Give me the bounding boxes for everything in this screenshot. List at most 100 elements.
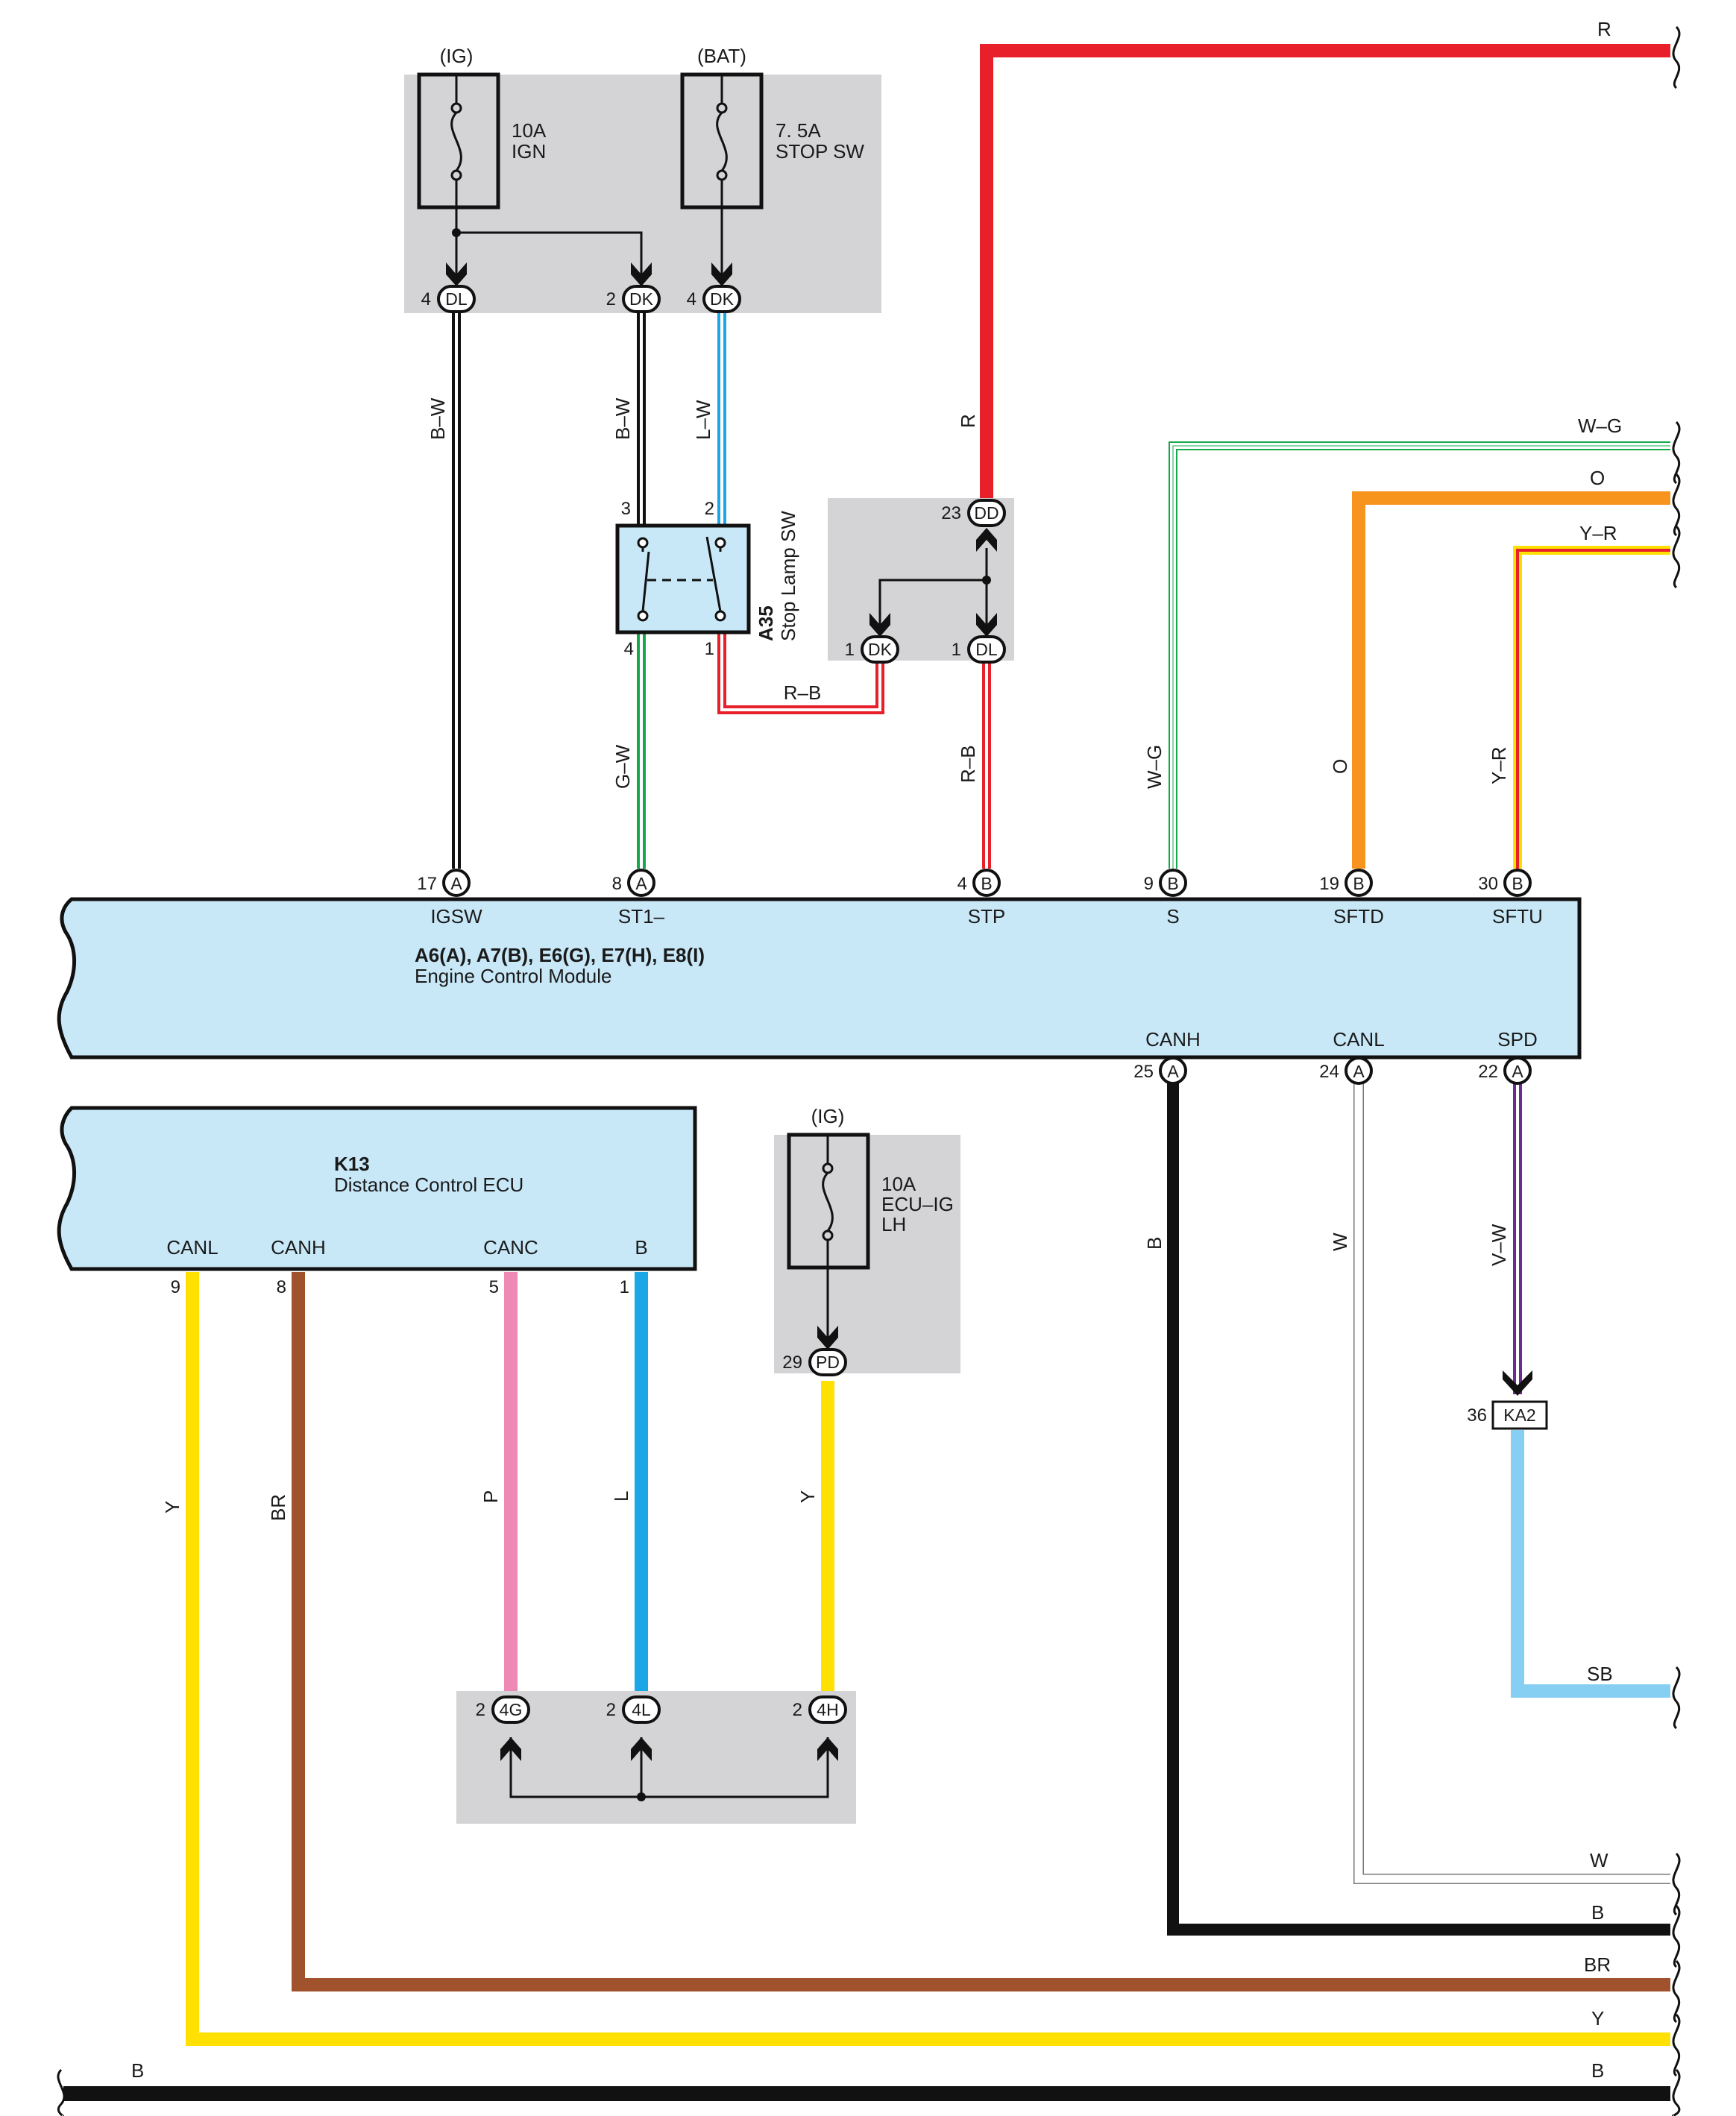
fuse-name: IGN [512,140,546,163]
ecm-pin: A 22 SPD [1478,1028,1538,1085]
engine-control-module: A6(A), A7(B), E6(G), E7(H), E8(I) Engine… [57,897,1582,1059]
wire-labels: B–W B–W L–W G–W R–B R–B R W–G O Y–R B W … [161,397,1510,1521]
fuse-ign: (IG) 10A IGN [417,45,547,210]
switch-name: Stop Lamp SW [777,511,799,641]
svg-text:R: R [1597,18,1611,40]
svg-text:4: 4 [421,289,431,309]
svg-text:B: B [1143,1237,1166,1250]
fuse-source: (IG) [811,1105,845,1127]
svg-text:9: 9 [1144,874,1154,894]
svg-text:B: B [1591,2059,1604,2082]
switch-pin: 4 [624,639,634,659]
svg-text:PD: PD [816,1353,840,1372]
svg-text:B: B [1512,874,1523,893]
svg-text:2: 2 [606,1700,616,1720]
svg-text:24: 24 [1319,1062,1339,1082]
svg-text:29: 29 [782,1353,802,1373]
ecm-code: A6(A), A7(B), E6(G), E7(H), E8(I) [415,944,705,966]
svg-text:Y: Y [796,1490,819,1503]
wire-sb [1511,1430,1670,1698]
fuse-source: (IG) [440,45,474,67]
svg-text:BR: BR [267,1494,289,1521]
svg-text:O: O [1329,759,1351,774]
wire-dcu-canh [292,1272,1670,1991]
svg-text:R–B: R–B [784,681,822,704]
svg-text:CANL: CANL [1333,1028,1384,1051]
svg-text:4: 4 [957,874,967,894]
svg-text:SPD: SPD [1497,1028,1537,1051]
connector-ka2: KA2 36 [1467,1400,1548,1430]
switch-code: A35 [755,605,777,641]
svg-text:DL: DL [445,289,468,309]
connector-oval-dd: DD 23 [941,499,1006,527]
svg-text:S: S [1166,905,1179,928]
ecm-pin: B 9 S [1144,869,1187,928]
svg-text:BR: BR [1584,1953,1611,1976]
svg-text:DD: DD [974,503,998,523]
splice-dot [982,576,991,585]
svg-text:2: 2 [476,1700,485,1720]
svg-text:DK: DK [710,289,735,309]
svg-text:B–W: B–W [611,397,634,440]
splice-dot [452,228,461,237]
ecm-pin: A 24 CANL [1319,1028,1385,1085]
svg-text:W–G: W–G [1578,415,1622,437]
wire-o [1352,491,1670,869]
svg-text:ST1–: ST1– [618,905,665,928]
arrow-icon [446,262,1532,1761]
svg-text:V–W: V–W [1488,1224,1510,1266]
fuse-rating: 10A [881,1173,916,1195]
wire-junction [878,548,988,625]
fuse-ecu-ig: (IG) 10A ECU–IG LH [787,1105,954,1270]
svg-text:8: 8 [612,874,622,894]
stop-lamp-switch: 3 2 4 1 A35 Stop Lamp SW [615,499,799,659]
svg-text:36: 36 [1467,1405,1487,1426]
dcu-pin-num: 5 [489,1277,499,1297]
svg-text:23: 23 [941,503,961,523]
fuse-name-2: LH [881,1213,906,1235]
svg-text:KA2: KA2 [1503,1405,1535,1425]
splice-dot [637,1792,646,1801]
dcu-pin-num: 8 [277,1277,286,1297]
fuse-source: (BAT) [697,45,746,67]
connector-oval-4g: 4G 2 [476,1695,530,1724]
svg-text:SFTD: SFTD [1333,905,1384,928]
wire-yr [1513,546,1670,869]
connector-oval-dl-junction: DL 1 [952,635,1006,664]
svg-text:Y: Y [161,1501,183,1514]
svg-text:L: L [610,1491,632,1502]
wire-dcu-canl [186,1272,1670,2046]
wire-wg [1169,441,1670,869]
svg-text:DK: DK [629,289,654,309]
svg-text:W: W [1329,1232,1351,1251]
connector-oval-pd: PD 29 [782,1348,847,1376]
svg-text:DK: DK [868,640,893,659]
dcu-pin-num: 9 [171,1277,180,1297]
switch-pin: 3 [621,499,631,519]
svg-text:B: B [981,874,992,893]
svg-text:W–G: W–G [1143,745,1166,789]
edge-labels: R W–G O Y–R SB W B BR Y B B [131,18,1622,2082]
svg-text:IGSW: IGSW [430,905,482,928]
svg-text:O: O [1590,467,1605,489]
svg-text:1: 1 [952,640,961,660]
svg-text:4: 4 [687,289,696,309]
fuse-name: ECU–IG [881,1193,954,1215]
svg-text:SFTU: SFTU [1492,905,1543,928]
connector-oval-dk-junction: DK 1 [845,635,899,664]
fuse-rating: 7. 5A [776,119,821,142]
ecm-pin: B 30 SFTU [1478,869,1543,928]
ecm-name: Engine Control Module [415,965,612,987]
ecm-pin: A 25 CANH [1133,1028,1201,1085]
connector-oval-4l: 4L 2 [606,1695,661,1724]
svg-text:2: 2 [606,289,616,309]
fuse-name: STOP SW [776,140,864,163]
dcu-name: Distance Control ECU [334,1174,523,1196]
svg-text:A: A [1353,1062,1365,1081]
svg-text:22: 22 [1478,1062,1498,1082]
svg-text:CANH: CANH [1145,1028,1201,1051]
svg-text:SB: SB [1587,1663,1613,1685]
svg-text:STP: STP [968,905,1006,928]
dcu-pin-name: B [635,1236,647,1259]
